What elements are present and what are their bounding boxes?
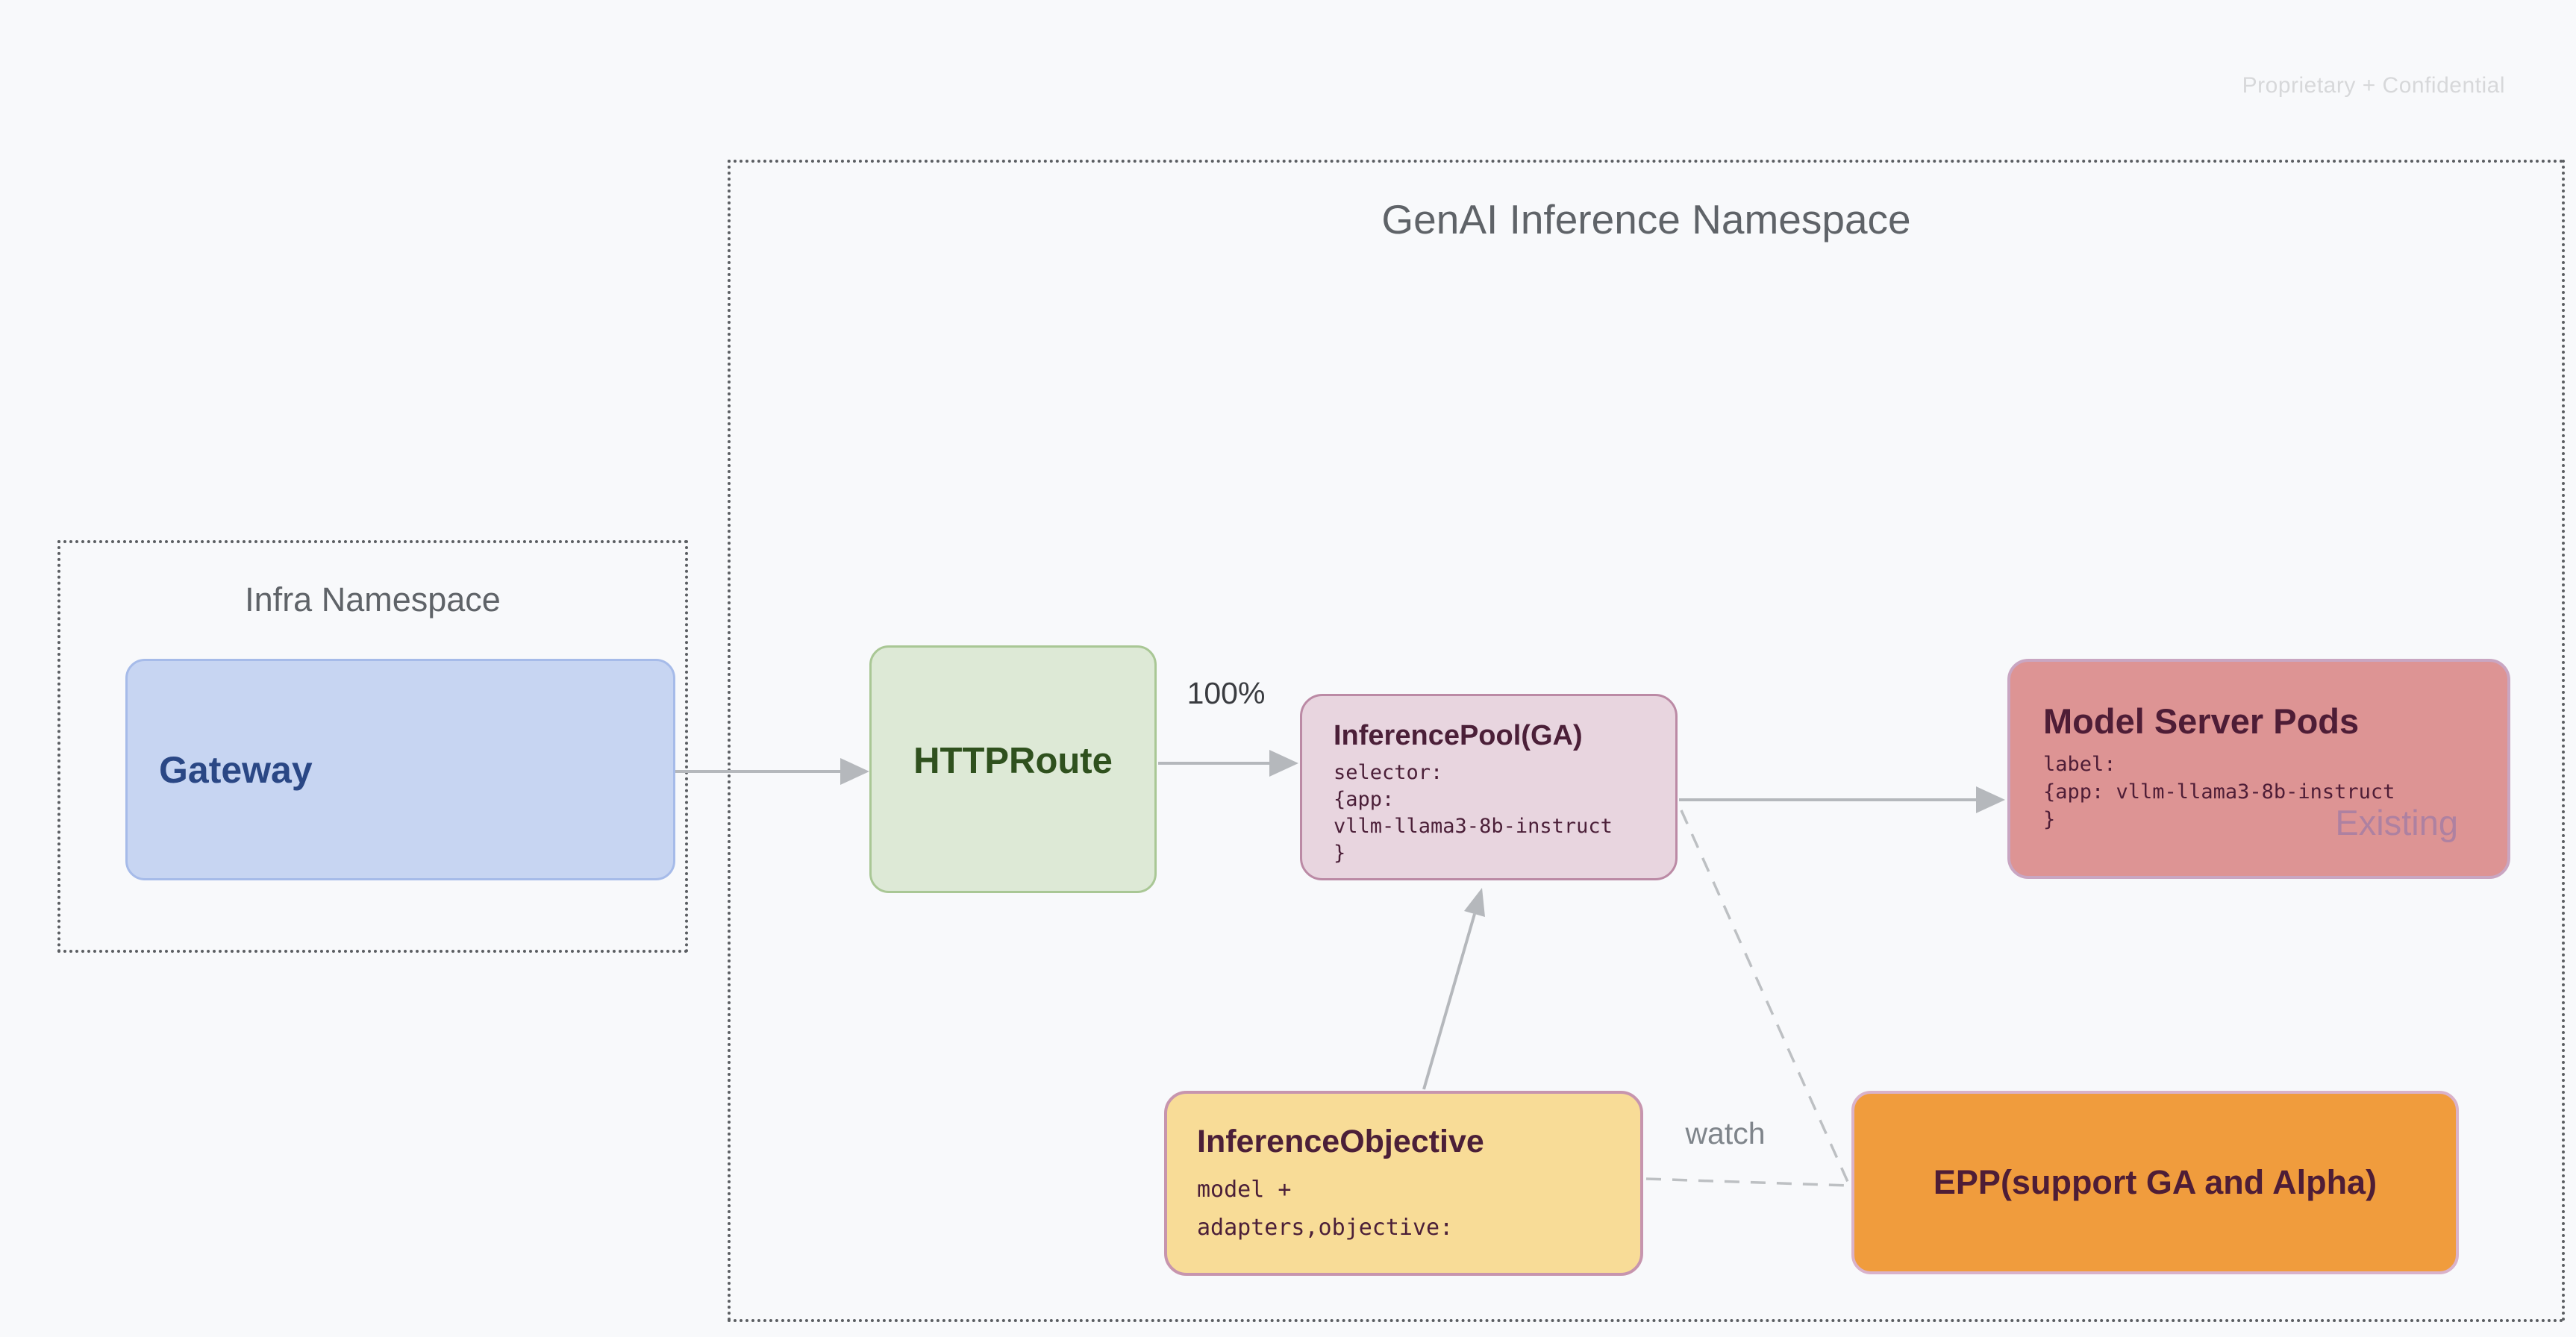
node-inference-pool: InferencePool(GA) selector: {app: vllm-l… [1300, 694, 1678, 880]
genai-namespace-title: GenAI Inference Namespace [1381, 196, 1911, 242]
existing-status-tag: Existing [2335, 803, 2458, 842]
node-model-server-pods: Model Server Pods label: {app: vllm-llam… [2007, 659, 2510, 879]
inference-pool-code-line: {app: [1334, 788, 1395, 811]
inference-objective-title: InferenceObjective [1197, 1124, 1484, 1159]
model-server-pods-title: Model Server Pods [2043, 701, 2360, 741]
watch-label: watch [1685, 1116, 1766, 1150]
inference-pool-code-line: vllm-llama3-8b-instruct [1334, 815, 1613, 838]
inference-pool-code-line: } [1334, 842, 1346, 865]
gateway-label: Gateway [159, 748, 313, 791]
node-inference-objective: InferenceObjective model + adapters,obje… [1164, 1091, 1643, 1276]
node-gateway: Gateway [125, 659, 675, 880]
inference-pool-title: InferencePool(GA) [1334, 720, 1583, 751]
model-server-pods-code-line: {app: vllm-llama3-8b-instruct [2043, 780, 2395, 804]
epp-label: EPP(support GA and Alpha) [1933, 1163, 2378, 1201]
genai-namespace-container: GenAI Inference Namespace [728, 160, 2565, 1322]
model-server-pods-code-line: label: [2043, 753, 2116, 776]
route-weight-label: 100% [1187, 676, 1266, 710]
node-httproute: HTTPRoute [869, 645, 1157, 893]
inference-objective-code-line: model + [1197, 1177, 1292, 1203]
proprietary-watermark: Proprietary + Confidential [2242, 73, 2505, 98]
infra-namespace-title: Infra Namespace [245, 580, 501, 619]
httproute-label: HTTPRoute [913, 741, 1113, 781]
infra-namespace-container: Infra Namespace [57, 540, 688, 953]
inference-objective-code-line: adapters,objective: [1197, 1215, 1454, 1241]
inference-pool-code-line: selector: [1334, 761, 1443, 784]
model-server-pods-code-line: } [2043, 808, 2056, 831]
node-epp: EPP(support GA and Alpha) [1851, 1091, 2459, 1274]
